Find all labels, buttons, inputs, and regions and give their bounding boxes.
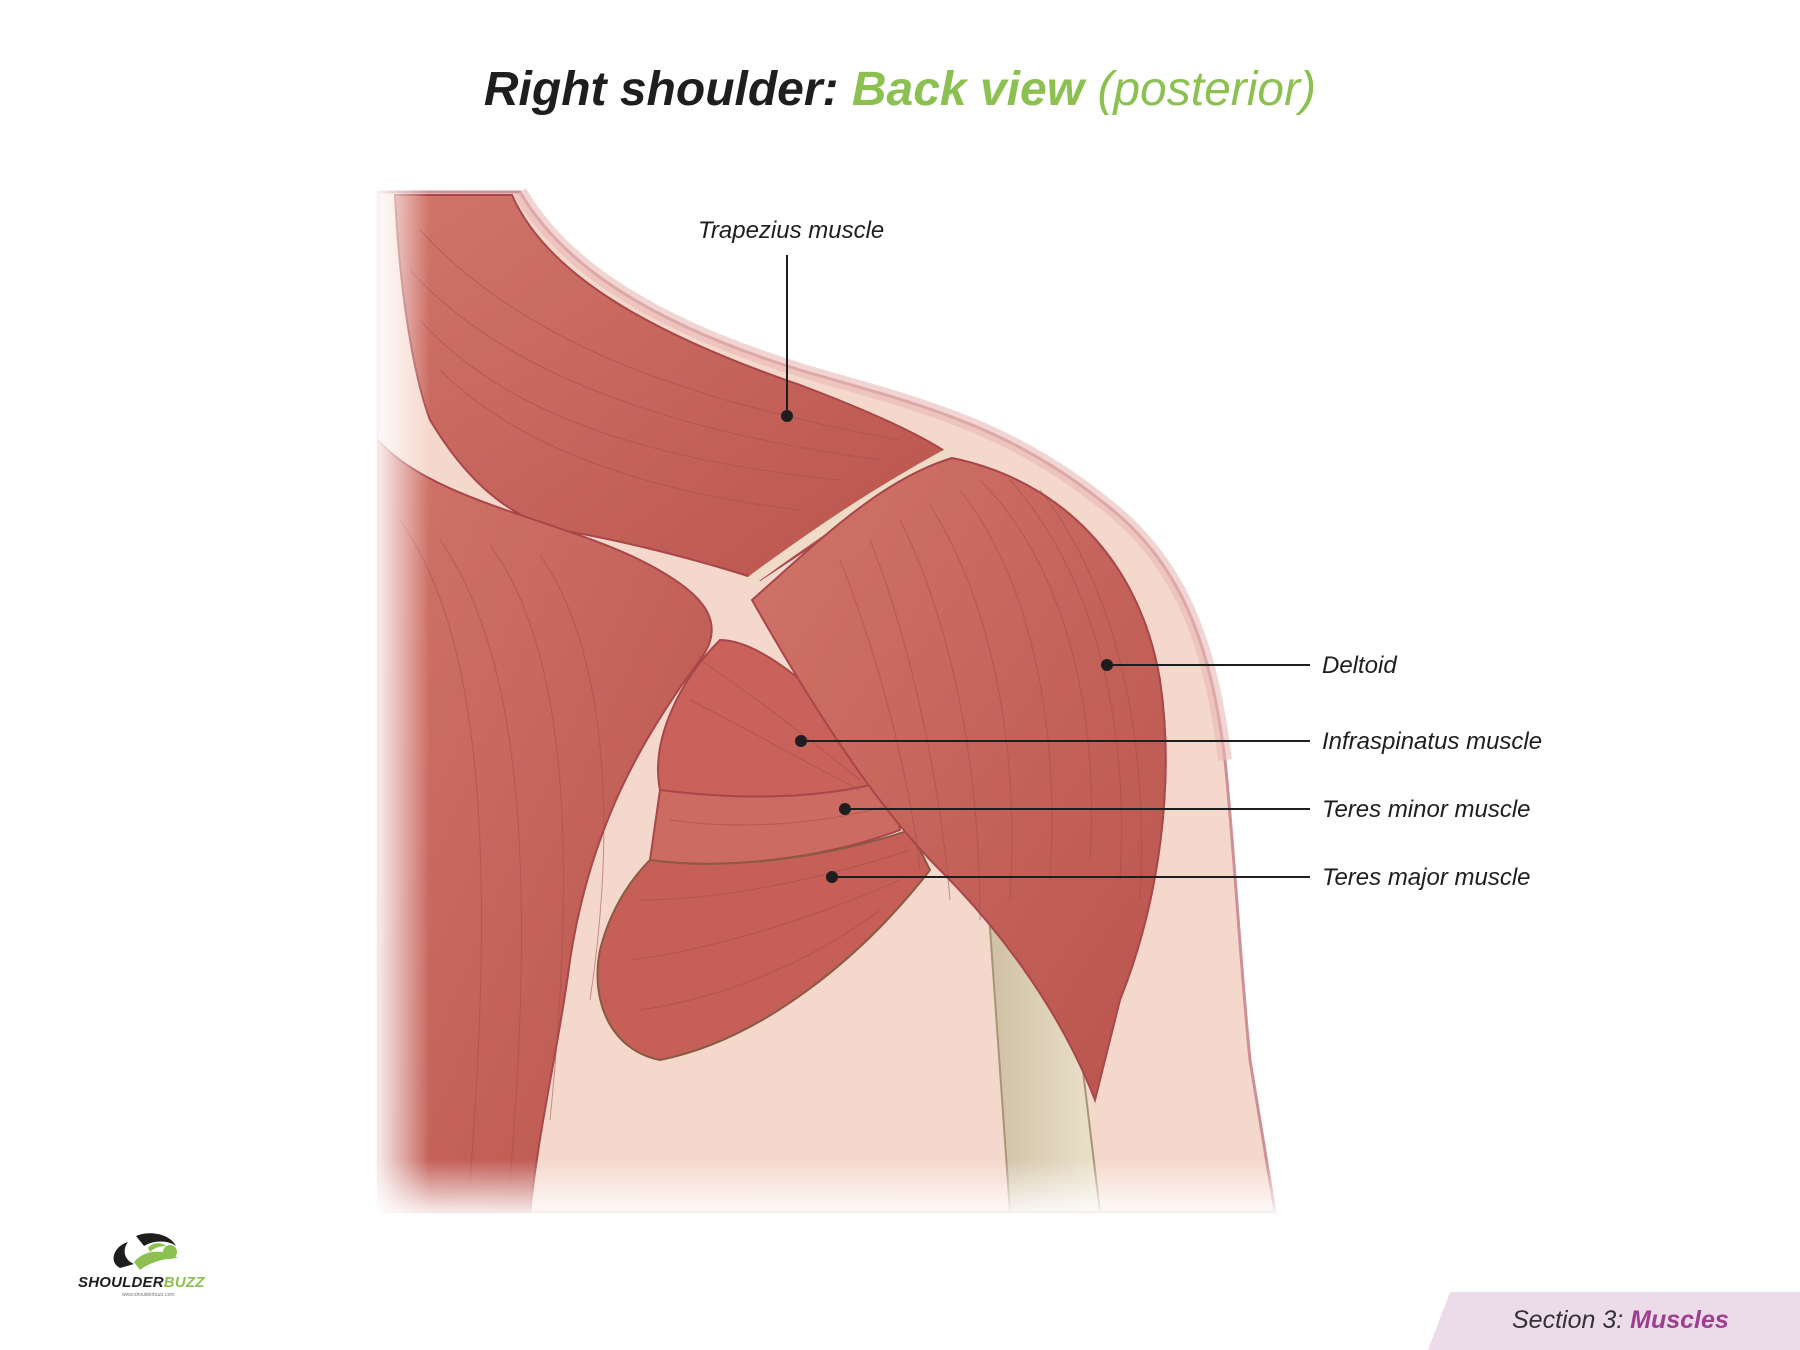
logo-mark-icon: [113, 1233, 178, 1270]
title-main: Right shoulder: [483, 63, 823, 116]
label-teres-minor: Teres minor muscle: [1322, 796, 1531, 823]
muscle-fibers: [399, 229, 1143, 1181]
title-paren: (posterior): [1097, 63, 1317, 116]
back-muscle-mass: [377, 437, 713, 1213]
label-trapezius: Trapezius muscle: [698, 217, 885, 244]
leader-lines: [786, 255, 1310, 878]
section-tab-background: [1428, 1292, 1800, 1350]
title-accent: Back view: [851, 63, 1085, 116]
logo-word-shoulder: SHOULDER: [78, 1274, 164, 1291]
page-title: Right shoulder: Back view (posterior): [0, 62, 1800, 117]
section-label: Section 3: Muscles: [1512, 1306, 1729, 1335]
logo-wordmark: SHOULDERBUZZ: [78, 1274, 205, 1291]
logo-url: www.shoulderbuzz.com: [122, 1292, 175, 1298]
title-colon: :: [822, 63, 839, 116]
section-prefix: Section 3:: [1512, 1306, 1624, 1334]
section-tab: Section 3: Muscles: [1428, 1292, 1800, 1350]
scapular-spine: [747, 447, 955, 585]
section-name: Muscles: [1630, 1306, 1729, 1334]
shoulderbuzz-logo[interactable]: SHOULDERBUZZ www.shoulderbuzz.com: [78, 1228, 228, 1298]
label-infraspinatus: Infraspinatus muscle: [1322, 728, 1543, 755]
label-deltoid: Deltoid: [1322, 652, 1397, 679]
label-teres-major: Teres major muscle: [1322, 864, 1531, 891]
logo-word-buzz: BUZZ: [163, 1274, 205, 1291]
label-dots: [781, 410, 1113, 883]
